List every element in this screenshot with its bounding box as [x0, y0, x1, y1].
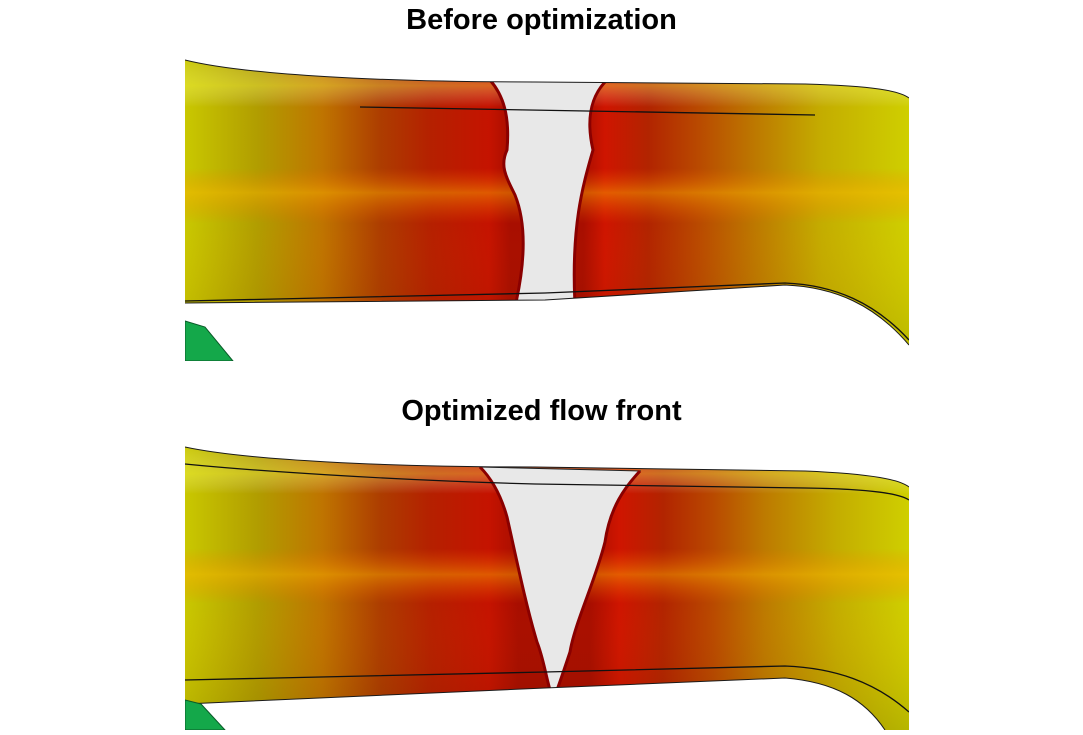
- panel-before-optimization: [185, 59, 909, 361]
- panel-title-optimized: Optimized flow front: [401, 395, 682, 427]
- gate-marker: [185, 320, 234, 361]
- part-outline-top: [185, 446, 909, 488]
- part-geometry-top: [185, 60, 909, 345]
- part-edge-line-lower: [185, 665, 909, 713]
- part-edge-line-lower: [185, 282, 909, 341]
- gate-marker: [185, 699, 226, 730]
- flow-front-edge-left: [478, 465, 552, 691]
- part-outline-top: [185, 59, 909, 99]
- part-geometry-bottom: [185, 447, 909, 730]
- part-edge-line-upper: [359, 106, 816, 116]
- flow-front-edge-right: [572, 80, 607, 306]
- flow-front-edge-right: [555, 469, 642, 691]
- panel-optimized-flow-front: [185, 446, 909, 730]
- panel-title-before: Before optimization: [406, 4, 677, 36]
- part-outline-bottom: [185, 284, 909, 346]
- part-outline-bottom: [185, 677, 886, 730]
- flow-front-edge-left: [488, 79, 525, 308]
- part-edge-line-upper: [185, 463, 909, 501]
